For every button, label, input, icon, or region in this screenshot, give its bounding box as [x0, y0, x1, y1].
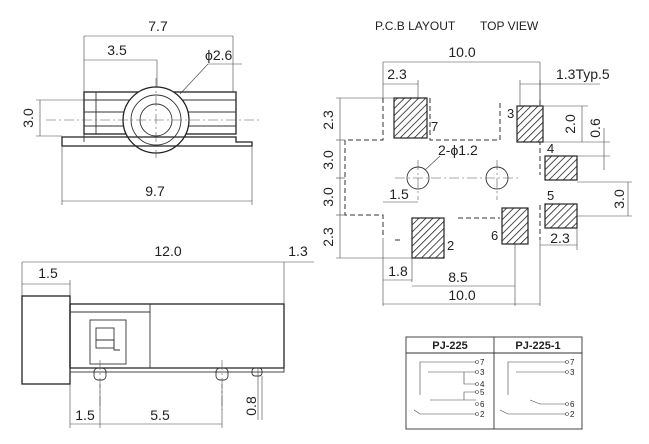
- dim-bottom-left: 1.8: [388, 263, 408, 279]
- dim-pin-offset-1-5: 1.5: [75, 407, 95, 423]
- pad-6: [501, 207, 529, 245]
- pin-label-4: 4: [547, 141, 554, 156]
- dim-left-pad-width: 2.3: [387, 66, 407, 82]
- pin-label-2: 2: [447, 238, 454, 253]
- pad-4: [544, 155, 578, 181]
- dim-left-row-2: 3.0: [320, 150, 336, 170]
- pin-label-6: 6: [491, 228, 498, 243]
- dim-height-3-0: 3.0: [20, 108, 36, 128]
- table-col2-title: PJ-225-1: [515, 340, 560, 352]
- dim-bottom-mid: 8.5: [448, 269, 468, 285]
- dim-right-pad-pitch: 3.0: [611, 189, 627, 209]
- dim-pad-typ: 1.3Typ.5: [556, 66, 610, 82]
- table-col1-pin-6: 2: [480, 410, 485, 419]
- dim-left-row-3: 3.0: [320, 187, 336, 207]
- dim-offset-3-5: 3.5: [107, 42, 127, 58]
- table-col1-title: PJ-225: [432, 340, 467, 352]
- dim-length-12-0: 12.0: [154, 243, 181, 259]
- dim-base-width-9-7: 9.7: [145, 183, 165, 199]
- pad-2: [411, 217, 445, 259]
- table-col1-pin-2: 3: [480, 368, 485, 377]
- schematic-table: PJ-225 PJ-225-1 7 3 4 5 6 2 7 3 6 2: [405, 336, 583, 430]
- dim-top-width-10-0: 10.0: [448, 44, 475, 60]
- table-col1-pin-3: 4: [480, 380, 485, 389]
- top-view: 7.7 3.5 ϕ2.6 3.0 9.7: [20, 18, 260, 205]
- side-view: 12.0 1.3 1.5 1.5 5.5 0.8: [21, 243, 314, 428]
- dim-right-pad-width: 2.3: [550, 230, 570, 246]
- table-col1-pin-5: 6: [480, 400, 485, 409]
- dim-pad-gap-right: 0.6: [587, 118, 603, 138]
- dim-standoff-0-8: 0.8: [243, 396, 259, 416]
- dim-bottom-width: 10.0: [448, 287, 475, 303]
- dim-hole-diameter: ϕ2.6: [205, 47, 233, 63]
- pin-label-3: 3: [507, 106, 514, 121]
- pcb-layout-title: P.C.B LAYOUT: [375, 19, 456, 33]
- dim-pad-height-right: 2.0: [562, 114, 578, 134]
- pad-3: [516, 105, 544, 143]
- dim-head-1-5: 1.5: [38, 265, 58, 281]
- dim-hole-offset: 1.5: [389, 186, 409, 202]
- table-col1-pin-1: 7: [480, 358, 485, 367]
- dim-pin-pitch-5-5: 5.5: [150, 407, 170, 423]
- table-col2-pin-1: 7: [570, 358, 575, 367]
- table-col2-pin-2: 3: [570, 368, 575, 377]
- dim-left-row-4: 2.3: [320, 227, 336, 247]
- dim-left-row-1: 2.3: [320, 110, 336, 130]
- pad-7: [393, 97, 428, 139]
- dim-width-7-7: 7.7: [148, 18, 168, 34]
- top-view-title: TOP VIEW: [480, 19, 539, 33]
- dim-hole-label: 2-ϕ1.2: [438, 142, 478, 158]
- table-col2-pin-3: 6: [570, 400, 575, 409]
- table-col2-pin-4: 2: [570, 410, 575, 419]
- pad-5: [544, 203, 578, 229]
- dim-tail-1-3: 1.3: [288, 243, 308, 259]
- pin-label-7: 7: [431, 119, 438, 134]
- pin-label-5: 5: [547, 188, 554, 203]
- table-col1-pin-4: 5: [480, 388, 485, 397]
- pcb-layout: P.C.B LAYOUT TOP VIEW 10.0 2.3 1.3Typ.5 …: [320, 19, 632, 306]
